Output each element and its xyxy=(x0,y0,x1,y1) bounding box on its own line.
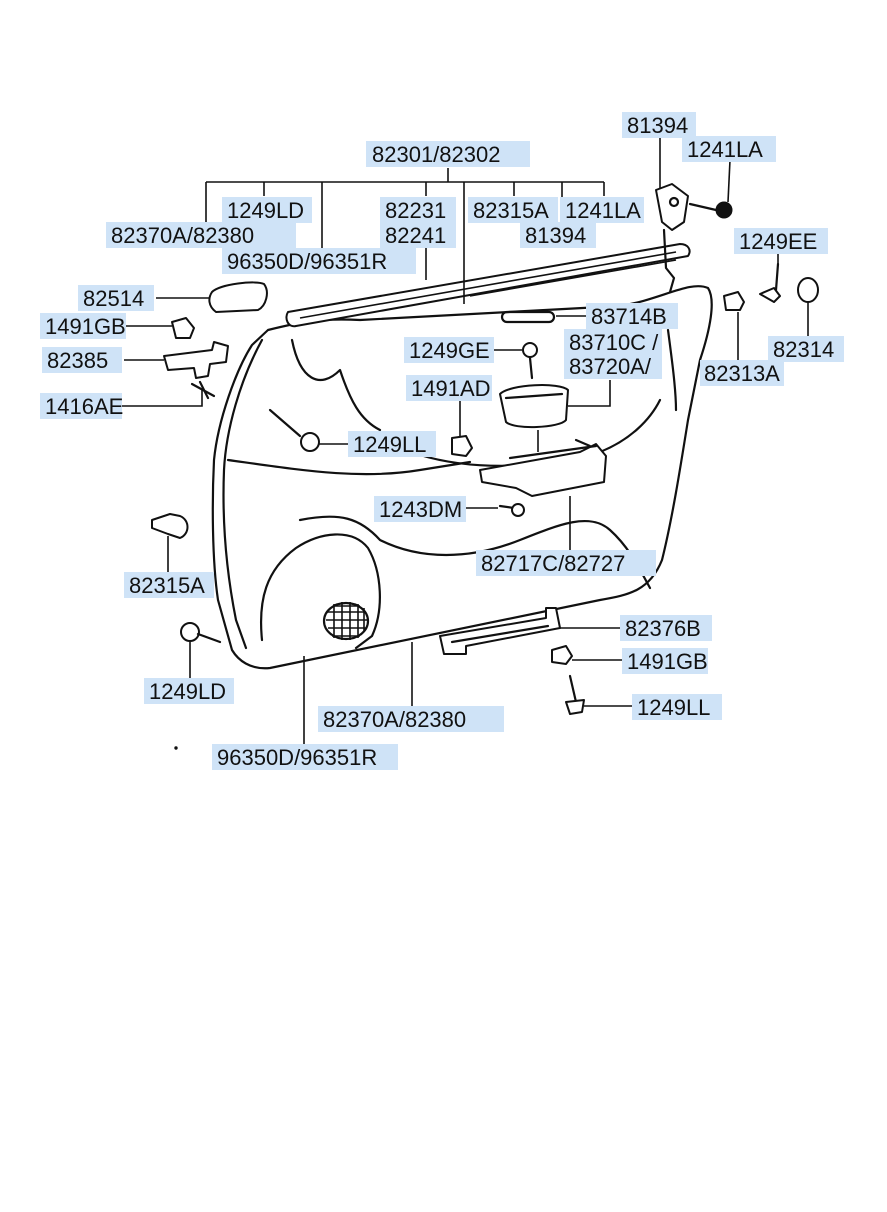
label-1491GB-left: 1491GB xyxy=(40,313,126,339)
label-82514: 82514 xyxy=(78,285,154,311)
label-1249LL-bottom: 1249LL xyxy=(632,694,722,720)
label-1416AE: 1416AE xyxy=(40,393,123,419)
label-82315A-top: 82315A xyxy=(468,197,558,223)
screw-1243DM xyxy=(498,503,525,517)
svg-text:1249EE: 1249EE xyxy=(739,229,817,254)
label-82301-82302: 82301/82302 xyxy=(366,141,530,167)
armrest-lower-contour xyxy=(298,515,652,590)
clip-82514 xyxy=(208,281,268,313)
svg-text:82315A: 82315A xyxy=(129,573,205,598)
label-82385: 82385 xyxy=(42,347,122,373)
label-1243DM: 1243DM xyxy=(374,496,466,522)
label-82376B: 82376B xyxy=(620,615,712,641)
screw-1241LA xyxy=(688,201,733,219)
svg-text:82370A/82380: 82370A/82380 xyxy=(111,223,254,248)
svg-text:1249GE: 1249GE xyxy=(409,338,490,363)
svg-text:83720A/: 83720A/ xyxy=(569,354,652,379)
screw-1416AE xyxy=(190,380,216,400)
leader-lines xyxy=(122,136,809,744)
svg-text:1249LL: 1249LL xyxy=(637,695,710,720)
bracket-82385 xyxy=(163,341,229,379)
label-82315A-left: 82315A xyxy=(124,572,214,598)
svg-text:82315A: 82315A xyxy=(473,198,549,223)
armrest-contour xyxy=(226,458,472,476)
label-83710C: 83710C / xyxy=(564,329,662,355)
label-1491AD: 1491AD xyxy=(406,375,492,401)
door-trim-panel xyxy=(211,285,713,670)
clip-1491AD xyxy=(451,435,473,457)
label-82370A-top: 82370A/82380 xyxy=(106,222,296,248)
svg-text:82313A: 82313A xyxy=(704,361,780,386)
armrest-bracket xyxy=(479,443,607,497)
screw-1249GE xyxy=(522,342,538,380)
label-82370A-bottom: 82370A/82380 xyxy=(318,706,504,732)
label-1249LL-mid: 1249LL xyxy=(348,431,436,457)
svg-text:1491AD: 1491AD xyxy=(411,376,491,401)
panel-right-contour xyxy=(666,328,678,412)
bracket-81394 xyxy=(655,183,689,231)
svg-text:82314: 82314 xyxy=(773,337,834,362)
svg-text:82514: 82514 xyxy=(83,286,144,311)
label-83720A: 83720A/ xyxy=(564,353,662,379)
label-1491GB-right: 1491GB xyxy=(622,648,708,674)
label-82241: 82241 xyxy=(380,222,456,248)
speaker-grille xyxy=(322,601,370,641)
label-1249EE: 1249EE xyxy=(734,228,828,254)
svg-text:82301/82302: 82301/82302 xyxy=(372,142,500,167)
label-83714B: 83714B xyxy=(586,303,678,329)
svg-text:82231: 82231 xyxy=(385,198,446,223)
svg-text:83710C /: 83710C / xyxy=(569,330,659,355)
screw-1249EE xyxy=(759,262,781,303)
screw-1249LD-bottom xyxy=(180,622,222,644)
label-96350D-top: 96350D/96351R xyxy=(222,248,416,274)
clip-1491GB-left xyxy=(171,317,195,339)
screw-1249LL-mid xyxy=(268,408,320,452)
svg-text:82385: 82385 xyxy=(47,348,108,373)
parts-drawing xyxy=(151,183,819,750)
svg-text:96350D/96351R: 96350D/96351R xyxy=(227,249,387,274)
screw-1249LL-bottom xyxy=(565,674,585,715)
svg-text:81394: 81394 xyxy=(627,113,688,138)
label-81394-top: 81394 xyxy=(622,112,696,138)
cap-82314 xyxy=(797,277,819,303)
label-1249LD-bottom: 1249LD xyxy=(144,678,234,704)
label-82717C-82727: 82717C/82727 xyxy=(476,550,656,576)
speaker-cover xyxy=(259,533,381,650)
part-labels: 82301/82302 81394 1241LA 1249LD 82231 82… xyxy=(40,112,844,770)
label-1249LD-top: 1249LD xyxy=(222,197,312,223)
svg-text:1241LA: 1241LA xyxy=(565,198,641,223)
bezel-83714B xyxy=(500,310,556,324)
lower-bracket-82376B xyxy=(439,607,561,655)
svg-text:1491GB: 1491GB xyxy=(45,314,126,339)
svg-text:1241LA: 1241LA xyxy=(687,137,763,162)
label-1241LA-top: 1241LA xyxy=(682,136,776,162)
label-82313A: 82313A xyxy=(700,360,784,386)
svg-text:1491GB: 1491GB xyxy=(627,649,708,674)
svg-text:96350D/96351R: 96350D/96351R xyxy=(217,745,377,770)
label-1249GE: 1249GE xyxy=(404,337,494,363)
svg-text:1416AE: 1416AE xyxy=(45,394,123,419)
fastener-82315A xyxy=(151,513,189,539)
panel-upper-contour xyxy=(290,338,382,432)
svg-text:1249LD: 1249LD xyxy=(227,198,304,223)
svg-text:82370A/82380: 82370A/82380 xyxy=(323,707,466,732)
label-81394-mid: 81394 xyxy=(520,222,596,248)
svg-text:1243DM: 1243DM xyxy=(379,497,462,522)
label-82231: 82231 xyxy=(380,197,456,223)
label-1241LA-mid: 1241LA xyxy=(560,197,644,223)
svg-text:82717C/82727: 82717C/82727 xyxy=(481,551,625,576)
svg-text:82376B: 82376B xyxy=(625,616,701,641)
grommet-82313A xyxy=(723,291,745,311)
label-96350D-bottom: 96350D/96351R xyxy=(212,744,398,770)
pull-handle-cup xyxy=(499,384,569,429)
svg-text:1249LL: 1249LL xyxy=(353,432,426,457)
clip-1491GB-right xyxy=(551,645,573,665)
svg-text:82241: 82241 xyxy=(385,223,446,248)
svg-text:81394: 81394 xyxy=(525,223,586,248)
label-82314: 82314 xyxy=(768,336,844,362)
svg-text:83714B: 83714B xyxy=(591,304,667,329)
door-trim-panel-inner xyxy=(222,338,264,650)
svg-text:1249LD: 1249LD xyxy=(149,679,226,704)
